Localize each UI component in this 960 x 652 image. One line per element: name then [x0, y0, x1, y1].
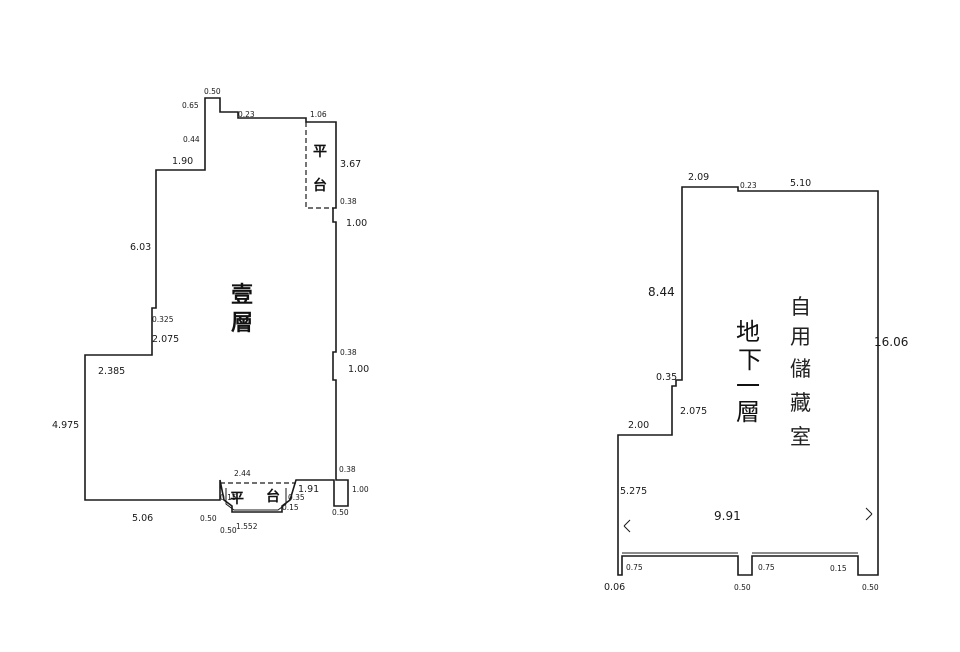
- dim-label: 2.09: [688, 172, 709, 183]
- dim-label: 0.50: [862, 583, 879, 592]
- dim-label: 0.44: [183, 135, 200, 144]
- dim-label: 3.67: [340, 159, 361, 170]
- dim-label: 8.44: [648, 285, 675, 299]
- dim-label: 0.38: [340, 197, 357, 206]
- floor1-plan: 壹 層 平 台 平 台 0.50 0.65 0.23 1.06 0.44 1.9…: [52, 87, 369, 535]
- dim-label: 0.35: [656, 372, 677, 383]
- dim-label: 0.50: [332, 508, 349, 517]
- dim-label: 1.90: [172, 156, 193, 167]
- dim-label: 0.75: [626, 563, 643, 572]
- dim-label: 0.38: [340, 348, 357, 357]
- dim-label: 0.35: [288, 493, 305, 502]
- dim-label: 2.00: [628, 420, 649, 431]
- dim-label: 4.975: [52, 420, 79, 431]
- dim-label: 0.06: [604, 582, 625, 593]
- floor1-bottom-platform-label-2: 台: [266, 488, 280, 505]
- dim-label: 2.44: [234, 469, 251, 478]
- dim-label: 0.50: [204, 87, 221, 96]
- floor1-bottom-step: [225, 488, 287, 511]
- basement-plan: 地 下 一 層 自 用 儲 藏 室 2.09 0.23 5.10 8.44 16…: [604, 172, 908, 593]
- dim-label: 0.23: [238, 110, 255, 119]
- dim-label: 5.06: [132, 513, 153, 524]
- basement-sub-label-4: 藏: [790, 391, 811, 415]
- floor1-room-label-1: 壹: [231, 282, 253, 308]
- floor1-room-label-2: 層: [231, 310, 253, 336]
- basement-sub-label-3: 儲: [790, 357, 811, 381]
- basement-width-arrow-left: [623, 519, 631, 533]
- dim-label: 0.15: [282, 503, 299, 512]
- dim-label: 9.91: [714, 509, 741, 523]
- basement-sub-label-1: 自: [790, 295, 811, 319]
- dim-label: 0.23: [740, 181, 757, 190]
- dim-label: 1.06: [310, 110, 327, 119]
- dim-label: 1.552: [236, 522, 258, 531]
- dim-label: 0.325: [152, 315, 174, 324]
- basement-room-label-2: 下: [738, 346, 762, 374]
- dim-label: 1.00: [346, 218, 367, 229]
- dim-label: 0.15: [830, 564, 847, 573]
- dim-label: 6.03: [130, 242, 151, 253]
- basement-room-label-3: 一: [736, 372, 760, 400]
- dim-label: 1.00: [348, 364, 369, 375]
- floor1-bottom-platform-label-1: 平: [230, 491, 244, 507]
- dim-label: 2.075: [152, 334, 179, 345]
- dim-label: 5.275: [620, 486, 647, 497]
- dim-label: 0.38: [339, 465, 356, 474]
- dim-label: 16.06: [874, 335, 908, 349]
- dim-label: 2.075: [680, 406, 707, 417]
- basement-sub-label-2: 用: [790, 325, 811, 349]
- dim-label: 1.91: [298, 484, 319, 495]
- dim-label: 1.00: [352, 485, 369, 494]
- dim-label: 0.50: [200, 514, 217, 523]
- floor1-outline: [84, 97, 349, 513]
- dim-label: 0.65: [182, 101, 199, 110]
- basement-outline: [617, 186, 879, 576]
- basement-sub-label-5: 室: [790, 425, 811, 449]
- basement-room-label-1: 地: [736, 318, 760, 346]
- dim-label: 2.385: [98, 366, 125, 377]
- dim-label: 0.50: [220, 526, 237, 535]
- floor1-top-platform-outline: [305, 122, 333, 209]
- dim-label: 5.10: [790, 178, 811, 189]
- dim-label: 0.15: [220, 493, 237, 502]
- dim-label: 0.75: [758, 563, 775, 572]
- floor1-top-platform-label-2: 台: [313, 177, 327, 194]
- dim-label: 0.50: [734, 583, 751, 592]
- basement-room-label-4: 層: [736, 398, 760, 426]
- basement-width-arrow-right: [865, 507, 873, 521]
- floor1-top-platform-label-1: 平: [313, 144, 327, 160]
